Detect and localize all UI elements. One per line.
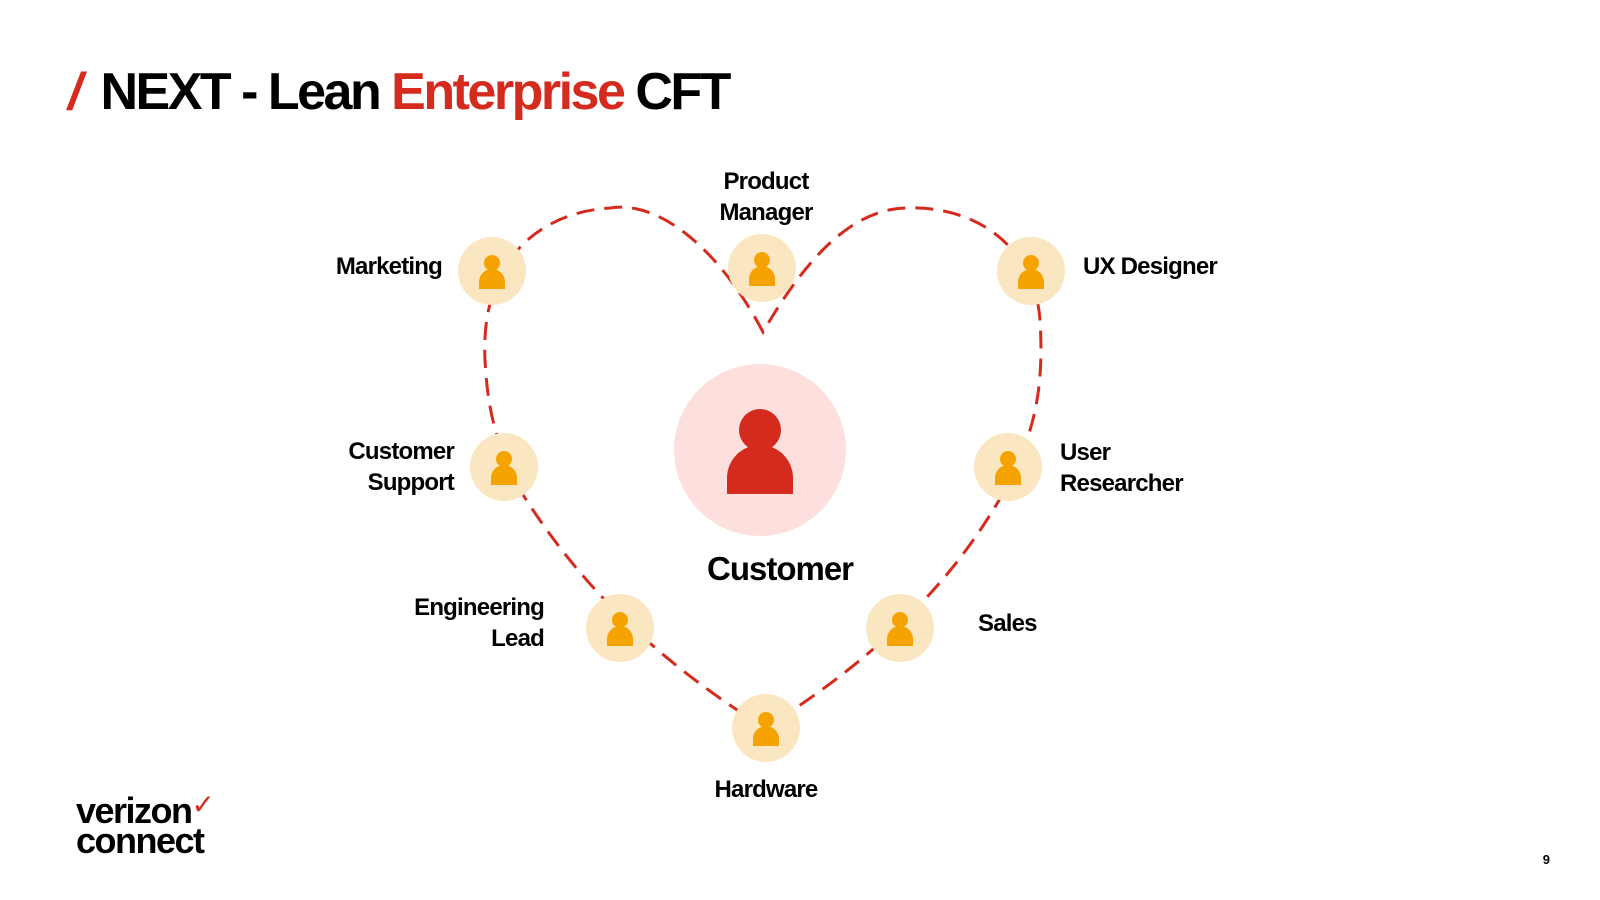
person-icon — [1018, 255, 1044, 289]
title-part1: NEXT - Lean — [100, 63, 392, 121]
member-label-line: Lead — [491, 625, 545, 652]
slide-title: / NEXT - Lean Enterprise CFT — [68, 62, 731, 122]
person-icon — [479, 255, 505, 289]
member-label-line: Researcher — [1060, 470, 1184, 497]
page-number: 9 — [1542, 852, 1550, 867]
customer-label: Customer — [706, 550, 854, 587]
checkmark-icon: ✓ — [191, 789, 215, 820]
member-node-engineering-lead — [586, 594, 654, 662]
title-accent: Enterprise — [391, 63, 626, 121]
logo-line2: connect — [76, 820, 205, 861]
member-label-line: Product — [723, 168, 809, 195]
customer-person-icon — [727, 409, 793, 494]
title-part2: CFT — [623, 63, 731, 121]
member-node-ux-designer — [997, 237, 1065, 305]
member-label-line: Engineering — [414, 594, 545, 621]
member-label-line: User — [1060, 439, 1111, 466]
logo-line1: verizon — [76, 790, 193, 831]
person-icon — [753, 712, 779, 746]
member-label-line: Manager — [719, 199, 813, 226]
person-icon — [607, 612, 633, 646]
member-label-line: Support — [367, 469, 455, 496]
member-node-sales — [866, 594, 934, 662]
person-icon — [749, 252, 775, 286]
member-label-hardware: Hardware — [616, 774, 916, 805]
person-icon — [995, 451, 1021, 485]
member-node-customer-support — [470, 433, 538, 501]
member-label-sales: Sales — [978, 608, 1038, 639]
member-label-line: Marketing — [335, 253, 443, 280]
member-node-marketing — [458, 237, 526, 305]
title-slash: / — [68, 63, 83, 121]
person-icon — [491, 451, 517, 485]
member-node-hardware — [732, 694, 800, 762]
member-label-ux-designer: UX Designer — [1083, 251, 1218, 282]
member-label-line: Sales — [978, 610, 1038, 637]
member-label-line: Hardware — [714, 776, 819, 803]
member-node-product-manager — [728, 234, 796, 302]
member-label-line: UX Designer — [1083, 253, 1218, 280]
member-label-line: Customer — [348, 438, 454, 465]
member-label-marketing: Marketing — [335, 251, 443, 282]
member-node-user-researcher — [974, 433, 1042, 501]
person-icon — [887, 612, 913, 646]
verizon-connect-logo: verizon✓ connect — [76, 790, 215, 861]
